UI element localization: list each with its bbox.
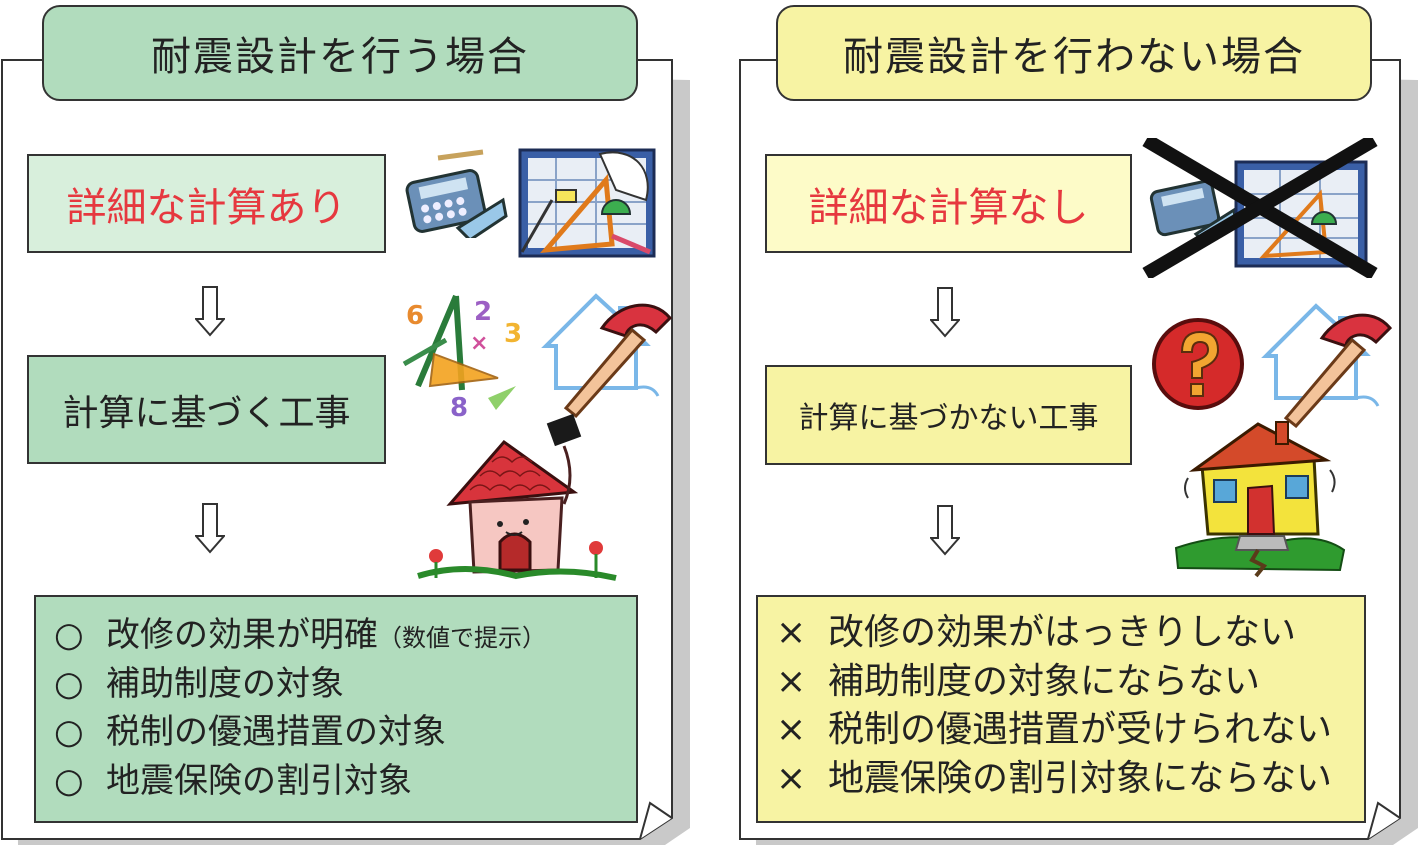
panel-without-seismic-design: 耐震設計を行わない場合 詳細な計算なし 計算に基づかない工事 <box>738 5 1424 845</box>
check-bullet: ○ <box>54 615 84 655</box>
results-box: ○ 改修の効果が明確（数値で提示） ○ 補助制度の対象 ○ 税制の優遇措置の対象 ○ 地… <box>34 595 638 823</box>
construction-box: 計算に基づく工事 <box>27 355 386 464</box>
math-tools-icon: 6 2 3 × 8 <box>402 294 522 420</box>
result-text: 改修の効果がはっきりしない <box>828 612 1297 653</box>
result-item: ○ 補助制度の対象 <box>54 660 636 709</box>
calculation-box: 詳細な計算なし <box>765 154 1132 253</box>
panel-title: 耐震設計を行う場合 <box>42 5 638 101</box>
check-bullet: ○ <box>54 760 84 801</box>
result-item: ○ 税制の優遇措置の対象 <box>54 708 636 757</box>
svg-text:2: 2 <box>474 297 492 327</box>
result-text: 税制の優遇措置が受けられない <box>828 709 1333 750</box>
calculation-box: 詳細な計算あり <box>27 154 386 253</box>
result-item: ○ 改修の効果が明確（数値で提示） <box>54 611 636 660</box>
construction-box: 計算に基づかない工事 <box>765 365 1132 465</box>
result-text: 改修の効果が明確 <box>106 615 378 655</box>
result-text: 補助制度の対象にならない <box>828 660 1261 702</box>
cross-bullet: × <box>776 709 807 750</box>
check-bullet: ○ <box>54 663 84 704</box>
svg-text:3: 3 <box>504 319 522 349</box>
result-text: 税制の優遇措置の対象 <box>106 712 446 752</box>
down-arrow-icon <box>930 505 960 556</box>
svg-text:×: × <box>470 331 488 356</box>
house-hammer-icon <box>1261 303 1393 428</box>
damaged-house-icon <box>1174 421 1346 578</box>
down-arrow-icon <box>195 503 225 554</box>
result-item: × 改修の効果がはっきりしない <box>776 609 1364 658</box>
result-item: × 地震保険の割引対象にならない <box>776 755 1364 804</box>
blueprint-icon <box>518 148 656 258</box>
cross-out-icon <box>1142 138 1378 278</box>
results-box: × 改修の効果がはっきりしない × 補助制度の対象にならない × 税制の優遇措置が受け… <box>756 595 1366 823</box>
result-text: 地震保険の割引対象 <box>106 760 412 801</box>
down-arrow-icon <box>930 287 960 338</box>
result-item: ○ 地震保険の割引対象 <box>54 757 636 806</box>
house-hammer-icon <box>541 293 673 419</box>
calculator-icon <box>405 149 508 238</box>
check-bullet: ○ <box>54 712 84 752</box>
cross-bullet: × <box>776 660 807 702</box>
cross-bullet: × <box>776 757 807 799</box>
panel-with-seismic-design: 耐震設計を行う場合 詳細な計算あり 計算に基づく工事 6 2 3 × 8 <box>0 5 690 845</box>
happy-house-icon <box>417 413 617 581</box>
svg-text:6: 6 <box>406 301 424 331</box>
down-arrow-icon <box>195 286 225 337</box>
question-mark-icon <box>1152 318 1244 410</box>
svg-text:8: 8 <box>450 393 468 420</box>
panel-title: 耐震設計を行わない場合 <box>776 5 1372 101</box>
result-text: 補助制度の対象 <box>106 663 344 704</box>
result-item: × 税制の優遇措置が受けられない <box>776 706 1364 755</box>
result-text: 地震保険の割引対象にならない <box>828 757 1333 799</box>
cross-bullet: × <box>776 612 807 653</box>
result-note: （数値で提示） <box>378 624 546 652</box>
result-item: × 補助制度の対象にならない <box>776 658 1364 707</box>
